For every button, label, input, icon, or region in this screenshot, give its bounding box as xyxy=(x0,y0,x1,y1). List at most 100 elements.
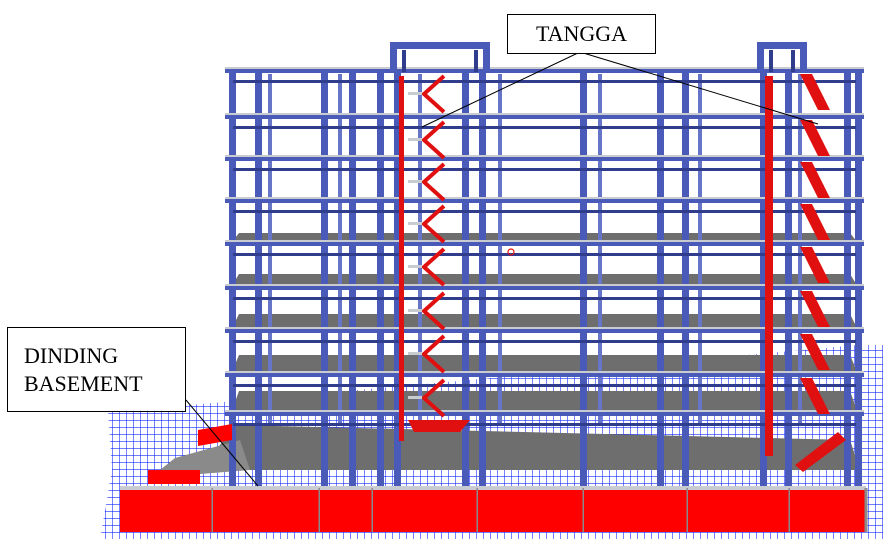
stair-landing xyxy=(408,222,422,225)
column xyxy=(321,68,328,488)
basement-wall-panel xyxy=(320,488,373,532)
stair-flight xyxy=(800,378,830,414)
beam-edge xyxy=(225,371,864,373)
column xyxy=(394,68,401,488)
beam xyxy=(233,423,856,426)
basement-wall-panel xyxy=(790,488,866,532)
floor-slab xyxy=(200,425,860,470)
core-column xyxy=(390,42,397,72)
leader-dinding xyxy=(185,399,259,487)
stair-landing xyxy=(408,396,422,399)
stair-landing xyxy=(408,265,422,268)
beam-edge xyxy=(225,410,864,412)
stair-flight xyxy=(421,291,446,331)
core-beam xyxy=(757,42,807,49)
basement-wall-top xyxy=(584,486,688,490)
basement-wall-panel xyxy=(120,488,213,532)
callout-dinding-basement: DINDING BASEMENT xyxy=(7,327,186,412)
core-column xyxy=(769,50,773,72)
stair-flight xyxy=(800,162,830,198)
stair-flight xyxy=(421,247,446,287)
beam-edge xyxy=(225,240,864,242)
stair-flight xyxy=(795,432,846,472)
column xyxy=(229,68,236,488)
column xyxy=(338,74,342,424)
basement-wall-panel xyxy=(688,488,790,532)
beam-edge xyxy=(225,327,864,329)
beam-edge xyxy=(225,284,864,286)
stair-landing xyxy=(408,352,422,355)
stair-flight xyxy=(800,247,830,283)
core-beam xyxy=(390,42,490,49)
column xyxy=(255,68,262,488)
column xyxy=(682,68,689,488)
column xyxy=(462,68,469,488)
basement-wall-top xyxy=(478,486,584,490)
column xyxy=(479,68,486,488)
column xyxy=(798,74,802,424)
beam xyxy=(225,197,864,203)
stair-left xyxy=(399,74,470,441)
stair-landing xyxy=(408,309,422,312)
stair-flight xyxy=(421,204,446,244)
beam xyxy=(225,155,864,161)
core-column xyxy=(757,42,764,72)
core-column xyxy=(402,50,406,72)
stair-flight xyxy=(408,420,470,432)
basement-wall-top xyxy=(120,486,213,490)
stair-flight xyxy=(421,378,446,418)
stair-flight xyxy=(421,74,446,114)
core-column xyxy=(483,42,490,72)
stair-flight xyxy=(800,291,830,327)
basement-wall-panel xyxy=(148,470,200,484)
beam xyxy=(225,284,864,290)
leader-tangga-left xyxy=(421,51,581,128)
beam xyxy=(225,371,864,377)
basement-wall-top xyxy=(373,486,478,490)
beam xyxy=(225,113,864,119)
column-frame xyxy=(225,42,864,488)
beam xyxy=(233,126,856,129)
basement-wall xyxy=(120,424,868,532)
column xyxy=(855,68,862,488)
leader-tangga-right xyxy=(579,51,819,125)
stair-landing xyxy=(408,180,422,183)
column xyxy=(268,74,272,424)
column xyxy=(785,68,792,488)
column xyxy=(657,68,664,488)
beam xyxy=(233,253,856,256)
stair-flight xyxy=(800,74,830,110)
beam-edge xyxy=(225,197,864,199)
callout-dinding-line2: BASEMENT xyxy=(24,370,143,396)
beam xyxy=(225,240,864,246)
basement-wall-panel xyxy=(373,488,478,532)
callout-tangga-text: TANGGA xyxy=(535,21,628,47)
beam xyxy=(225,327,864,333)
beam-edge xyxy=(225,113,864,115)
column xyxy=(580,68,587,488)
basement-wall-top xyxy=(790,486,866,490)
leader-lines xyxy=(185,51,819,487)
column xyxy=(698,74,702,424)
beam xyxy=(233,340,856,343)
stair-flight xyxy=(421,120,446,160)
beam xyxy=(233,297,856,300)
beam xyxy=(225,67,864,73)
stair-landing xyxy=(408,92,422,95)
basement-wall-panel xyxy=(478,488,584,532)
column xyxy=(844,68,851,488)
stair-right xyxy=(765,74,846,472)
node-marker xyxy=(507,248,515,256)
beam-edge xyxy=(225,155,864,157)
stair-flight xyxy=(800,334,830,370)
basement-wall-top xyxy=(688,486,790,490)
callout-dinding-line1: DINDING xyxy=(24,343,119,368)
basement-wall-top xyxy=(213,486,320,490)
basement-wall-panel xyxy=(584,488,688,532)
callout-tangga: TANGGA xyxy=(507,14,656,54)
core-column xyxy=(474,50,478,72)
core-column xyxy=(791,50,795,72)
stair-core xyxy=(399,76,404,441)
stair-flight xyxy=(421,334,446,374)
